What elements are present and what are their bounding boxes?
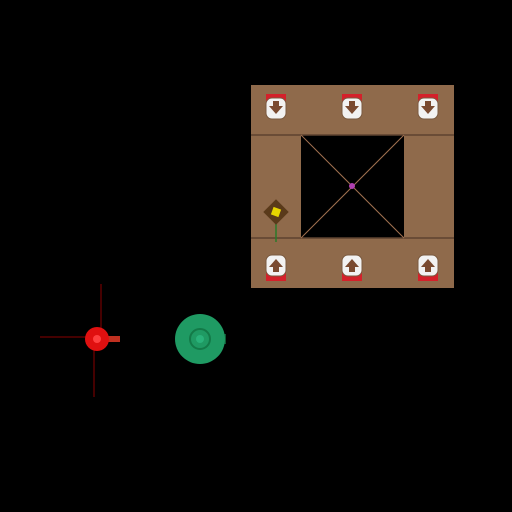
arrow-pad-bottom-3[interactable] bbox=[417, 254, 439, 281]
enemy-core bbox=[93, 335, 101, 343]
arrow-pad-top-2[interactable] bbox=[341, 94, 363, 120]
arrow-pads-top-row bbox=[265, 94, 439, 120]
arrow-down-icon bbox=[345, 101, 359, 114]
yellow-gem-icon[interactable] bbox=[263, 199, 289, 242]
arrow-pad-top-1[interactable] bbox=[265, 94, 287, 120]
green-turret-icon[interactable] bbox=[175, 314, 226, 364]
arrow-pads-bottom-row bbox=[265, 254, 439, 281]
arrow-up-icon bbox=[345, 259, 359, 272]
player-ring bbox=[189, 328, 211, 350]
arrow-pad-top-3[interactable] bbox=[417, 94, 439, 120]
arrow-down-icon bbox=[421, 101, 435, 114]
arrow-up-icon bbox=[421, 259, 435, 272]
arrow-pad-bottom-2[interactable] bbox=[341, 254, 363, 281]
arrow-up-icon bbox=[269, 259, 283, 272]
enemy-barrel bbox=[103, 336, 120, 342]
arrow-down-icon bbox=[269, 101, 283, 114]
pickup-gem bbox=[270, 206, 282, 218]
red-tank-icon[interactable] bbox=[40, 284, 120, 397]
pit-center-marker bbox=[349, 183, 355, 189]
player-core bbox=[196, 335, 204, 343]
arrow-pad-bottom-1[interactable] bbox=[265, 254, 287, 281]
